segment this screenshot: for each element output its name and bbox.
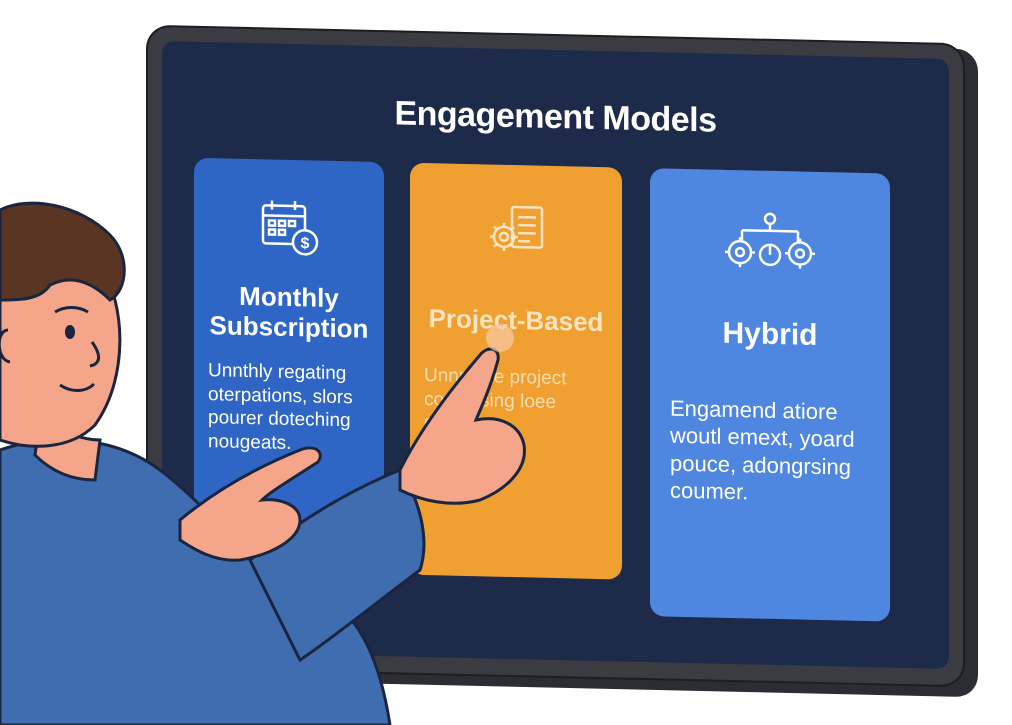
card-description: Unnrelice project conwtrsing loee gngele… [424, 364, 567, 436]
monitor: Engagement Models $ Monthly Subscription… [148, 26, 963, 686]
card-description: Unnthly regating oterpations, slors pour… [208, 359, 353, 455]
card-description: Engamend atiore woutl emext, yoard pouce… [670, 395, 855, 505]
calendar-dollar-icon: $ [261, 200, 319, 256]
gears-checklist-icon [490, 205, 544, 251]
card-monthly-subscription[interactable]: $ Monthly Subscription Unnthly regating … [194, 157, 384, 535]
neck [33, 417, 102, 482]
card-title: Monthly Subscription [209, 280, 369, 344]
eyebrow [54, 306, 89, 314]
touch-screen[interactable]: Engagement Models $ Monthly Subscription… [162, 41, 949, 669]
card-title: Project-Based [428, 303, 604, 338]
eye [65, 325, 75, 339]
screen-title: Engagement Models [394, 94, 717, 140]
card-title: Hybrid [722, 316, 818, 352]
hair [0, 201, 126, 302]
mouth [59, 382, 96, 392]
gears-network-icon [725, 212, 815, 269]
card-project-based[interactable]: Project-Based Unnrelice project conwtrsi… [410, 162, 622, 580]
card-hybrid[interactable]: Hybrid Engamend atiore woutl emext, yoar… [650, 168, 890, 622]
ear [0, 328, 11, 364]
nose [89, 341, 100, 368]
svg-text:$: $ [301, 235, 310, 252]
face [0, 244, 122, 448]
